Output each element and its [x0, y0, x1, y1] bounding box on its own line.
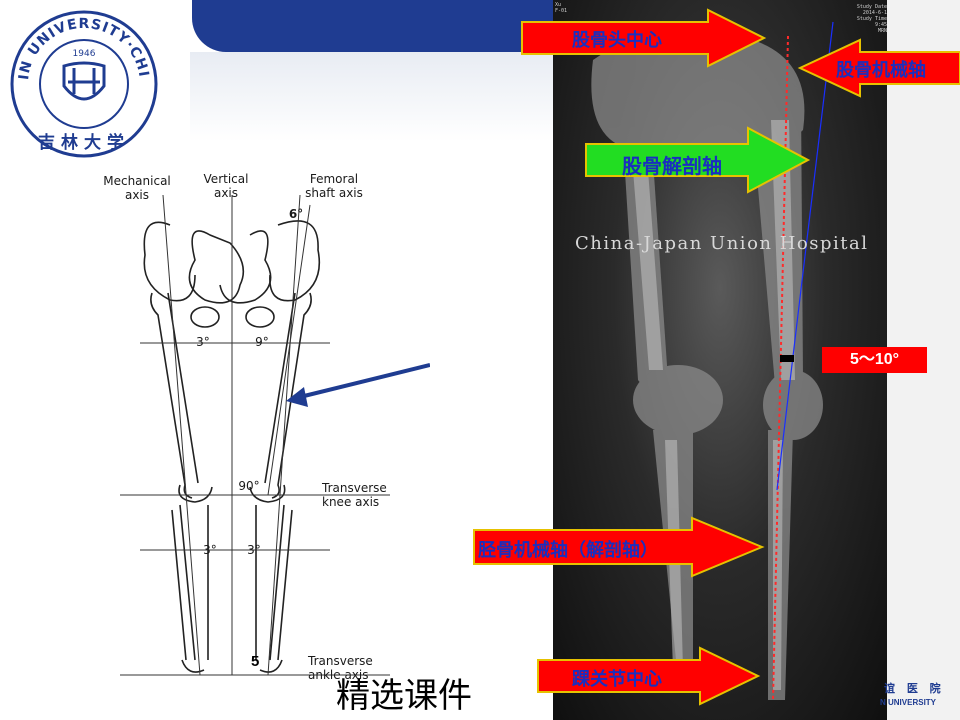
hospital-name-fragment: 谊 医 院 — [884, 682, 945, 695]
angle-9-label: 9° — [255, 335, 269, 349]
university-seal-icon: JILIN UNIVERSITY·CHINA 1946 吉林大学 — [2, 0, 158, 158]
xray-meta-right: Study Date 2014-6-1 Study Time 9:45 MRN — [856, 4, 887, 34]
logo-bottom-text: 吉林大学 — [38, 132, 130, 153]
university-logo: JILIN UNIVERSITY·CHINA 1946 吉林大学 — [2, 0, 160, 160]
transverse-ankle-axis-label: Transverse ankle axis — [308, 654, 373, 682]
femoral-mechanical-axis-label: 股骨机械轴 — [836, 60, 926, 81]
angle-range-box: 5～10° — [822, 347, 927, 373]
angle-3-left-label: 3° — [196, 335, 210, 349]
logo-year: 1946 — [73, 49, 96, 59]
transverse-knee-axis-label: Transverse knee axis — [322, 481, 387, 509]
mechanical-axis-label: Mechanical axis — [103, 174, 171, 202]
svg-text:JILIN UNIVERSITY·CHINA: JILIN UNIVERSITY·CHINA — [8, 8, 152, 81]
xray-meta-left: Xu F-01 — [555, 2, 568, 14]
femoral-anatomical-axis-label: 股骨解剖轴 — [622, 154, 722, 178]
lower-limb-skeleton-drawing — [120, 194, 431, 676]
angle-90-label: 90° — [238, 479, 260, 493]
slide-number: 5 — [251, 653, 260, 670]
hospital-subtitle-fragment: N UNIVERSITY — [880, 698, 937, 707]
angle-3-low-left-label: 3° — [203, 543, 217, 557]
femoral-shaft-axis-label: Femoral shaft axis — [305, 172, 363, 200]
ankle-center-label: 踝关节中心 — [572, 669, 662, 690]
logo-ring-text: JILIN UNIVERSITY·CHINA — [2, 0, 151, 81]
femoral-head-center-label: 股骨头中心 — [572, 30, 662, 51]
vertical-axis-label: Vertical axis — [203, 172, 249, 200]
angle-6-label: 6° — [288, 207, 304, 221]
limb-axis-diagram: Mechanical axis Vertical axis Femoral sh… — [100, 165, 431, 685]
angle-marker — [780, 355, 794, 362]
slide-caption: 精选课件 — [336, 676, 472, 716]
tibial-mechanical-axis-label: 胫骨机械轴（解剖轴） — [478, 540, 658, 561]
angle-3-low-right-label: 3° — [247, 543, 261, 557]
hospital-watermark: China-Japan Union Hospital — [575, 233, 869, 254]
